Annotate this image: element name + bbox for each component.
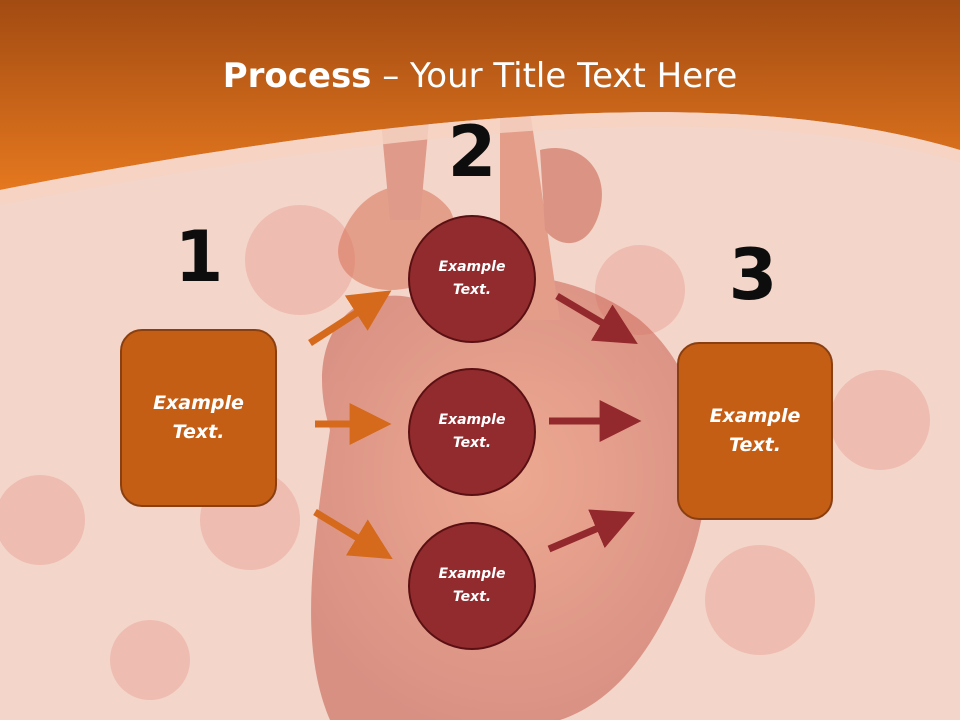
step-box-1: Example Text. <box>120 329 277 507</box>
step-box-1-label: Example Text. <box>153 392 244 443</box>
circle-top-label: Example Text. <box>438 259 506 298</box>
slide-title: Process – Your Title Text Here <box>0 54 960 98</box>
arrow-1-to-bottom <box>313 509 393 560</box>
step-number-1: 1 <box>174 216 224 298</box>
circle-top: Example Text. <box>408 215 536 343</box>
step-number-2: 2 <box>447 111 497 193</box>
title-bold: Process <box>222 56 372 96</box>
arrow-top-to-3 <box>555 292 638 345</box>
circle-middle: Example Text. <box>408 368 536 496</box>
title-rest: – Your Title Text Here <box>371 56 738 96</box>
step-box-3-label: Example Text. <box>709 405 801 456</box>
header-band <box>0 0 960 190</box>
circle-middle-label: Example Text. <box>438 412 506 451</box>
arrow-1-to-top <box>308 290 392 346</box>
circle-bottom-label: Example Text. <box>438 566 506 605</box>
step-number-3: 3 <box>728 234 778 316</box>
step-box-3: Example Text. <box>677 342 833 520</box>
circle-bottom: Example Text. <box>408 522 536 650</box>
arrow-bottom-to-3 <box>547 509 636 553</box>
